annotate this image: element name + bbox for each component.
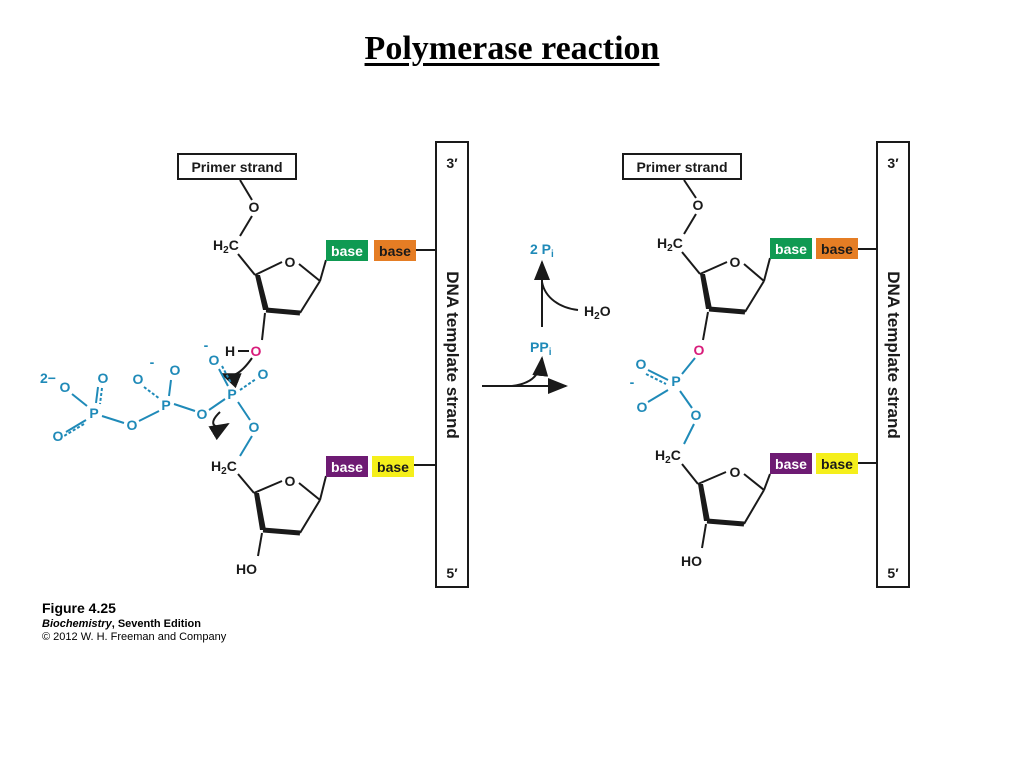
svg-text:O: O bbox=[249, 199, 260, 215]
svg-text:H2C: H2C bbox=[211, 458, 237, 477]
svg-text:H2C: H2C bbox=[213, 237, 239, 256]
svg-text:O: O bbox=[694, 342, 705, 358]
right-lower-base-yellow bbox=[816, 453, 858, 474]
left-upper-base-2: base bbox=[379, 243, 411, 259]
svg-text:O: O bbox=[258, 366, 269, 382]
svg-text:-: - bbox=[204, 337, 209, 353]
svg-text:O: O bbox=[693, 197, 704, 213]
left-primer-label: Primer strand bbox=[191, 159, 282, 175]
right-template-box bbox=[876, 141, 910, 588]
left-lower-base-1: base bbox=[331, 459, 363, 475]
svg-text:O: O bbox=[636, 356, 647, 372]
svg-text:O: O bbox=[249, 419, 260, 435]
svg-text:O: O bbox=[285, 473, 296, 489]
left-template-label: DNA template strand bbox=[443, 271, 462, 439]
svg-text:O: O bbox=[730, 254, 741, 270]
left-template-5: 5′ bbox=[446, 565, 458, 581]
svg-text:O: O bbox=[637, 399, 648, 415]
svg-text:O: O bbox=[730, 464, 741, 480]
right-ho: HO bbox=[681, 553, 702, 569]
right-upper-base-1: base bbox=[775, 241, 807, 257]
right-panel: Primer strand 3′ 5′ DNA template strand … bbox=[622, 141, 910, 588]
water-label: H2O bbox=[584, 303, 611, 322]
svg-text:P: P bbox=[671, 373, 680, 389]
left-upper-base-orange bbox=[374, 240, 416, 261]
figure-source: Biochemistry, Seventh Edition bbox=[42, 618, 226, 630]
page-title: Polymerase reaction bbox=[364, 30, 660, 67]
right-upper-base-orange bbox=[816, 238, 858, 259]
svg-text:O: O bbox=[209, 352, 220, 368]
svg-text:H: H bbox=[225, 343, 235, 359]
left-lower-base-2: base bbox=[377, 459, 409, 475]
svg-text:O: O bbox=[98, 370, 109, 386]
svg-text:O: O bbox=[691, 407, 702, 423]
svg-text:P: P bbox=[161, 397, 170, 413]
left-upper-base-1: base bbox=[331, 243, 363, 259]
pi-product-label: 2 Pi bbox=[530, 241, 554, 260]
left-panel: Primer strand 3′ 5′ DNA template strand … bbox=[40, 141, 469, 588]
right-lower-base-1: base bbox=[775, 456, 807, 472]
left-template-box bbox=[435, 141, 469, 588]
right-lower-base-2: base bbox=[821, 456, 853, 472]
right-template-3: 3′ bbox=[887, 155, 899, 171]
right-upper-base-green bbox=[770, 238, 812, 259]
left-ho: HO bbox=[236, 561, 257, 577]
svg-text:H2C: H2C bbox=[657, 235, 683, 254]
book-title: Biochemistry bbox=[42, 618, 112, 630]
left-primer-box bbox=[177, 153, 297, 180]
reaction-middle: PPi 2 Pi H2O bbox=[482, 241, 611, 394]
left-lower-base-purple bbox=[326, 456, 368, 477]
ppi-label: PPi bbox=[530, 339, 552, 358]
svg-text:2−: 2− bbox=[40, 370, 56, 386]
svg-text:O: O bbox=[133, 371, 144, 387]
svg-text:O: O bbox=[127, 417, 138, 433]
figure-number: Figure 4.25 bbox=[42, 600, 116, 616]
svg-text:P: P bbox=[89, 405, 98, 421]
svg-text:P: P bbox=[227, 386, 236, 402]
svg-text:O: O bbox=[53, 428, 64, 444]
svg-text:H2C: H2C bbox=[655, 447, 681, 466]
svg-text:O: O bbox=[170, 362, 181, 378]
figure-copyright: © 2012 W. H. Freeman and Company bbox=[42, 631, 227, 643]
right-primer-box bbox=[622, 153, 742, 180]
svg-text:O: O bbox=[60, 379, 71, 395]
figure-caption: Figure 4.25 Biochemistry, Seventh Editio… bbox=[42, 600, 226, 643]
book-edition: , Seventh Edition bbox=[111, 618, 201, 630]
left-lower-base-yellow bbox=[372, 456, 414, 477]
right-primer-label: Primer strand bbox=[636, 159, 727, 175]
svg-text:O: O bbox=[285, 254, 296, 270]
svg-text:-: - bbox=[150, 354, 155, 370]
right-lower-base-purple bbox=[770, 453, 812, 474]
right-template-label: DNA template strand bbox=[884, 271, 903, 439]
svg-text:-: - bbox=[630, 374, 635, 390]
svg-text:O: O bbox=[197, 406, 208, 422]
left-template-3: 3′ bbox=[446, 155, 458, 171]
svg-text:O: O bbox=[251, 343, 262, 359]
left-upper-base-green bbox=[326, 240, 368, 261]
right-upper-base-2: base bbox=[821, 241, 853, 257]
right-template-5: 5′ bbox=[887, 565, 899, 581]
